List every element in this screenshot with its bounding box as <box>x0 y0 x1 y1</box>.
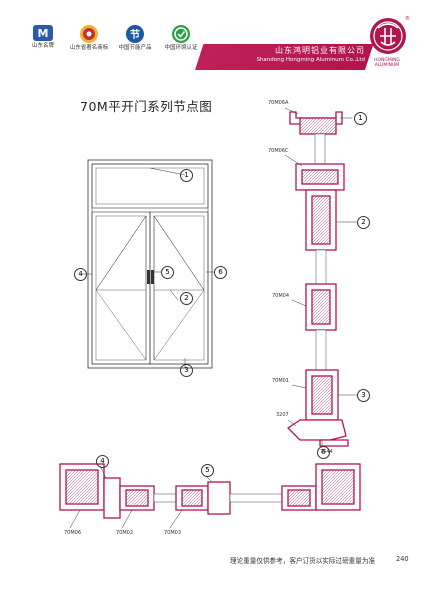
shandong-brand-icon: M <box>33 25 53 41</box>
label-70M06A: 70M06A <box>268 100 289 106</box>
callout-5-section: 5 <box>201 464 214 477</box>
outer-frame <box>87 159 213 369</box>
label-70M04: 70M04 <box>272 293 290 299</box>
callout-5-elevation: 5 <box>161 266 174 279</box>
callout-2-section: 2 <box>357 216 370 229</box>
label-70M03: 70M03 <box>164 530 182 536</box>
handle-left <box>147 270 150 284</box>
door-elevation <box>87 159 213 369</box>
label-3207: 3207 <box>276 412 289 418</box>
label-70M01: 70M01 <box>272 378 290 384</box>
energy-saving-icon: 节 <box>126 25 144 43</box>
company-name-en: Shandong Hongming Aluminum Co.,Ltd <box>256 57 365 63</box>
company-name-cn: 山东鸿明铝业有限公司 <box>275 46 365 55</box>
meeting-stile <box>207 481 231 515</box>
callout-4-elevation: 4 <box>74 268 87 281</box>
right-opening-symbol <box>153 215 205 361</box>
right-leaf <box>149 211 209 365</box>
transom <box>91 163 209 209</box>
left-leaf <box>91 211 151 365</box>
profile-3207 <box>286 419 347 441</box>
handle-right <box>151 270 154 284</box>
label-70M06: 70M06 <box>64 530 82 536</box>
weight-disclaimer: 理论重量仅供参考，客户订货以实际过磅重量为准 <box>230 557 376 565</box>
page-title: 70M平开门系列节点图 <box>80 99 213 114</box>
callout-6-elevation: 6 <box>214 266 227 279</box>
svg-text:节: 节 <box>130 28 140 41</box>
badge-shandong-brand: M 山东名牌 <box>18 24 68 50</box>
svg-text:M: M <box>38 27 49 40</box>
label-7644: 7644 <box>320 449 333 455</box>
profile-7644 <box>319 439 349 447</box>
page-number: 240 <box>396 555 409 563</box>
badge-label: 中国环境认证 <box>164 45 198 51</box>
label-70M06C: 70M06C <box>268 148 289 154</box>
brand-caption: HONGMING ALUMINUM <box>374 58 400 68</box>
callout-1-elevation: 1 <box>180 169 193 182</box>
badge-environment-cert: 中国环境认证 <box>156 24 206 52</box>
badge-label: 山东名牌 <box>31 43 54 49</box>
certification-badges: M 山东名牌 山东省著名商标 节 中国节能产品 中国 <box>18 24 228 54</box>
right-leaf-glass <box>153 215 205 361</box>
vertical-section <box>286 111 349 447</box>
left-leaf-glass <box>95 215 147 361</box>
callout-1-section: 1 <box>354 112 367 125</box>
callout-3-section: 3 <box>357 389 370 402</box>
callout-4-section: 4 <box>96 455 109 468</box>
frame-side <box>103 477 121 519</box>
horizontal-section <box>59 463 361 519</box>
top-frame-body <box>299 117 337 135</box>
transom-glass-section <box>314 133 326 165</box>
callout-3-elevation: 3 <box>180 364 193 377</box>
left-opening-symbol <box>95 215 147 361</box>
famous-trademark-icon <box>80 25 98 43</box>
callout-2-elevation: 2 <box>180 292 193 305</box>
badge-label: 山东省著名商标 <box>69 45 109 51</box>
badge-label: 中国节能产品 <box>118 45 152 51</box>
hongming-logo-icon: ® <box>370 15 410 54</box>
label-70M02: 70M02 <box>116 530 134 536</box>
badge-famous-trademark: 山东省著名商标 <box>60 24 118 52</box>
svg-text:®: ® <box>405 15 410 22</box>
environment-cert-icon <box>172 25 190 43</box>
company-name-block: 山东鸿明铝业有限公司 Shandong Hongming Aluminum Co… <box>200 45 365 64</box>
callout-6-section: 6 <box>317 446 330 459</box>
badge-energy-saving: 节 中国节能产品 <box>110 24 160 52</box>
